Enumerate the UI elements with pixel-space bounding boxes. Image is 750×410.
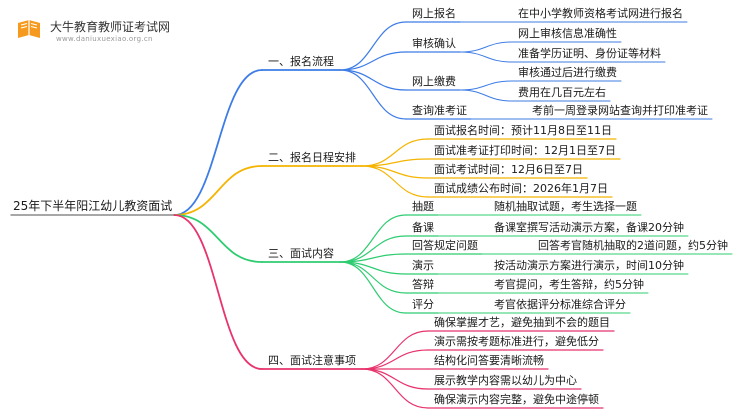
connector-b0c1 xyxy=(339,51,407,71)
connector-root-branch-2 xyxy=(173,214,263,263)
node-registration-time: 面试报名时间：预计11月8日至11日 xyxy=(434,124,612,137)
leaf-scoring: 考官依据评分标准综合评分 xyxy=(494,298,626,311)
leaf-defense: 考官提问，考生答辩，约5分钟 xyxy=(494,278,644,291)
leaf-fee-amount: 费用在几百元左右 xyxy=(518,86,606,99)
branch-interview-content: 三、面试内容 xyxy=(268,247,334,260)
node-tip-talent: 确保掌握才艺，避免抽到不会的题目 xyxy=(434,316,610,329)
branch-registration-process: 一、报名流程 xyxy=(268,55,334,68)
node-demonstration: 演示 xyxy=(412,259,434,272)
root-topic: 25年下半年阳江幼儿教资面试 xyxy=(13,199,173,213)
node-defense: 答辩 xyxy=(412,278,434,291)
node-tip-child-centered: 展示教学内容需以幼儿为中心 xyxy=(434,374,577,387)
connector-root-branch-1 xyxy=(173,165,263,216)
leaf-review-online: 网上审核信息准确性 xyxy=(518,27,617,40)
leaf-lesson-prep: 备课室撰写活动演示方案，备课20分钟 xyxy=(494,221,684,234)
connector-b0c2 xyxy=(339,69,407,91)
node-ticket-print-time: 面试准考证打印时间：12月1日至7日 xyxy=(434,144,616,157)
node-exam-time: 面试考试时间：12月6日至7日 xyxy=(434,163,583,176)
leaf-demonstration: 按活动演示方案进行演示，时间10分钟 xyxy=(494,259,684,272)
connector-b3c3 xyxy=(361,368,429,390)
node-tip-complete-demo: 确保演示内容完整，避免中途停顿 xyxy=(434,393,599,406)
branch-schedule: 二、报名日程安排 xyxy=(268,151,356,164)
node-admission-ticket: 查询准考证 xyxy=(412,104,467,117)
connector-b2c0 xyxy=(339,214,407,263)
watermark-url: www.daniuxuexiao.org.cn xyxy=(56,35,153,43)
node-draw-question: 抽题 xyxy=(412,200,434,213)
watermark-brand: 大牛教育教师证考试网 xyxy=(50,20,171,34)
book-logo-icon xyxy=(18,20,40,38)
node-tip-standard: 演示需按考题标准进行，避免低分 xyxy=(434,335,599,348)
leaf-print-ticket: 考前一周登录网站查询并打印准考证 xyxy=(532,104,708,117)
leaf-online-registration: 在中小学教师资格考试网进行报名 xyxy=(518,7,683,20)
leaf-answer-questions: 回答考官随机抽取的2道问题，约5分钟 xyxy=(538,239,728,252)
leaf-pay-after-review: 审核通过后进行缴费 xyxy=(518,66,617,79)
leaf-draw-question: 随机抽取试题，考生选择一题 xyxy=(494,200,637,213)
node-review-confirm: 审核确认 xyxy=(412,37,456,50)
node-online-payment: 网上缴费 xyxy=(412,75,456,88)
node-tip-structured-qa: 结构化问答要清晰流畅 xyxy=(434,354,544,367)
branch-precautions: 四、面试注意事项 xyxy=(268,354,356,367)
connector-b1c2 xyxy=(361,165,429,179)
connector-b0c2l0 xyxy=(459,80,513,91)
node-online-registration: 网上报名 xyxy=(412,7,456,20)
connector-b3c1 xyxy=(361,349,429,370)
connector-b3c4 xyxy=(361,368,429,409)
connector-root-branch-0 xyxy=(173,69,263,216)
connector-b0c0 xyxy=(339,21,407,71)
node-answer-questions: 回答规定问题 xyxy=(412,239,478,252)
leaf-prepare-materials: 准备学历证明、身份证等材料 xyxy=(518,47,661,60)
connector-b2c5 xyxy=(339,261,407,314)
connector-b0c3 xyxy=(339,69,407,120)
connector-b3c0 xyxy=(361,330,429,370)
node-result-time: 面试成绩公布时间：2026年1月7日 xyxy=(434,182,608,195)
node-scoring: 评分 xyxy=(412,298,434,311)
connector-b0c1l1 xyxy=(459,51,513,63)
node-lesson-prep: 备课 xyxy=(412,221,434,234)
connector-b0c1l0 xyxy=(459,41,513,53)
connector-b1c3 xyxy=(361,165,429,198)
connector-b0c2l1 xyxy=(459,89,513,102)
connector-root-branch-3 xyxy=(173,214,263,370)
